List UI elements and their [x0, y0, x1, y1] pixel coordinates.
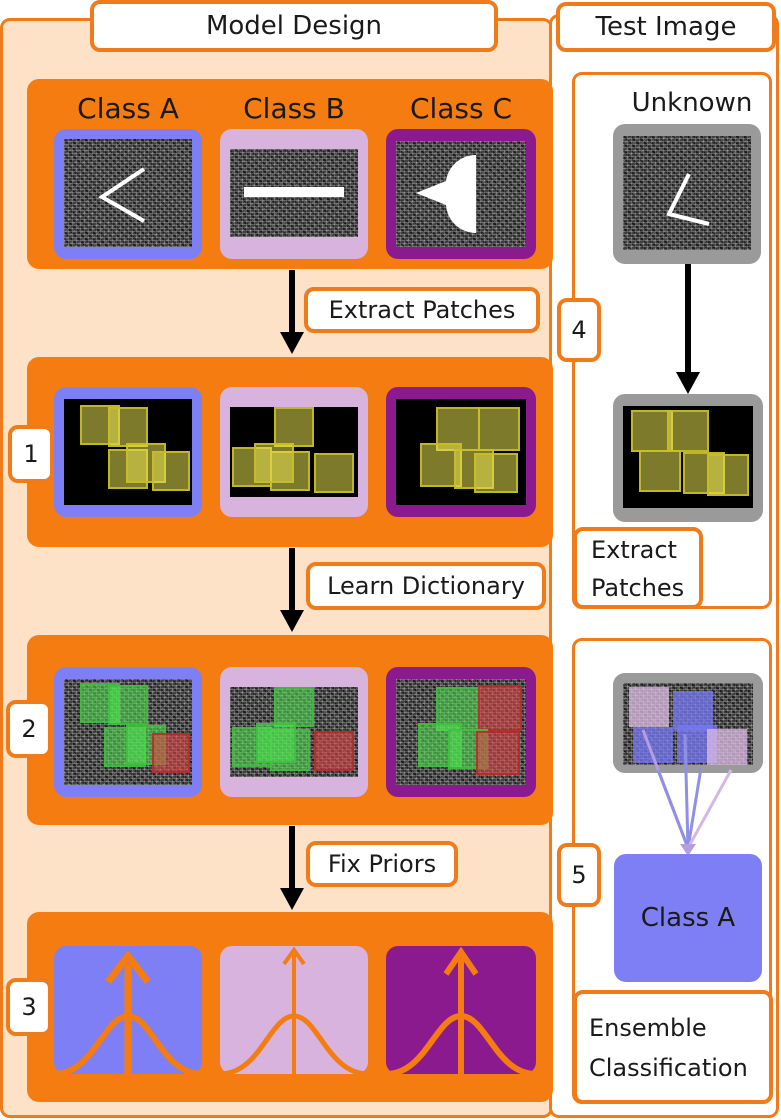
class-a-sample-image	[64, 139, 192, 247]
prior-distribution-icon	[219, 946, 369, 1077]
test-extract-line1: Extract	[591, 536, 677, 564]
model-design-title: Model Design	[90, 0, 498, 52]
patch	[631, 410, 673, 452]
patch	[254, 443, 294, 483]
class-a-dictionary-image	[64, 679, 192, 785]
dictionary-atom	[274, 687, 314, 727]
class-b-sample-image	[230, 149, 358, 237]
class-c-sample-image	[396, 141, 526, 247]
ensemble-classification-label: Ensemble Classification	[573, 990, 773, 1104]
patch	[314, 453, 354, 493]
patch	[152, 451, 190, 491]
dictionary-atom	[476, 731, 520, 775]
ensemble-patches-image	[623, 683, 753, 765]
dictionary-atom	[108, 685, 148, 725]
step-3-badge: 3	[6, 978, 52, 1036]
step-2-badge: 2	[6, 700, 52, 758]
test-extract-line2: Patches	[591, 574, 685, 602]
step-1-badge: 1	[8, 425, 54, 483]
dictionary-atom	[152, 733, 190, 773]
patch	[639, 450, 681, 492]
learn-dictionary-text: Learn Dictionary	[327, 572, 525, 600]
dictionary-atom	[478, 685, 522, 731]
unknown-patches-image	[623, 406, 753, 508]
patch	[707, 454, 749, 496]
unknown-target-icon	[666, 173, 710, 226]
patch	[667, 410, 709, 452]
cone-target-icon	[416, 154, 476, 234]
fix-priors-text: Fix Priors	[327, 850, 437, 878]
step-5-badge: 5	[557, 843, 601, 907]
chevron-target-icon	[98, 167, 146, 223]
test-image-title: Test Image	[556, 2, 776, 52]
patch	[478, 407, 520, 451]
class-c-patches-tile	[386, 387, 536, 517]
learn-dictionary-label: Learn Dictionary	[306, 562, 546, 610]
class-a-dictionary-tile	[54, 667, 202, 797]
prior-distribution-icon	[385, 946, 537, 1077]
class-b-dictionary-tile	[220, 667, 368, 797]
unknown-tile	[613, 124, 761, 264]
patch	[474, 453, 518, 493]
class-b-patches-tile	[220, 387, 368, 517]
prior-distribution-icon	[53, 950, 203, 1077]
fix-priors-label: Fix Priors	[306, 841, 458, 887]
class-b-sample-tile	[220, 129, 368, 259]
class-c-sample-tile	[386, 129, 536, 259]
class-a-patches-image	[64, 399, 192, 505]
step-1-text: 1	[23, 440, 39, 468]
class-c-dictionary-image	[396, 679, 526, 785]
step-2-text: 2	[21, 715, 37, 743]
class-a-prior-tile	[53, 946, 203, 1077]
step-4-text: 4	[571, 316, 587, 344]
test-image-title-text: Test Image	[595, 12, 737, 42]
class-b-dictionary-image	[230, 687, 358, 777]
extract-patches-text: Extract Patches	[328, 296, 516, 324]
unknown-image	[623, 136, 751, 250]
unknown-label: Unknown	[631, 88, 753, 118]
test-extract-label: Extract Patches	[573, 527, 703, 609]
dictionary-atom	[256, 723, 296, 763]
predicted-class-tile: Class A	[614, 854, 762, 982]
class-b-patches-image	[230, 407, 358, 497]
class-a-label: Class A	[77, 91, 179, 125]
fix-priors-arrow	[280, 826, 304, 910]
class-b-prior-tile	[219, 946, 369, 1077]
learn-dictionary-arrow	[280, 548, 304, 632]
class-b-label: Class B	[243, 91, 345, 125]
patch	[629, 687, 669, 727]
ensemble-line1: Ensemble	[589, 1014, 707, 1042]
patch	[108, 407, 148, 447]
ensemble-line2: Classification	[589, 1054, 748, 1082]
step-4-badge: 4	[557, 298, 601, 362]
class-c-prior-tile	[385, 946, 537, 1077]
class-c-patches-image	[396, 399, 526, 505]
extract-patches-label: Extract Patches	[304, 287, 540, 333]
unknown-patches-tile	[613, 394, 763, 522]
vote-arrows-icon	[641, 729, 733, 856]
class-a-patches-tile	[54, 387, 202, 517]
dictionary-atom	[314, 731, 354, 771]
cylinder-target-icon	[244, 187, 344, 197]
patch	[673, 691, 713, 731]
extract-patches-arrow	[280, 270, 304, 354]
model-design-title-text: Model Design	[205, 11, 383, 41]
class-c-dictionary-tile	[386, 667, 536, 797]
ensemble-patches-tile	[613, 673, 763, 773]
test-extract-arrow	[676, 264, 700, 394]
step-5-text: 5	[571, 861, 587, 889]
class-c-label: Class C	[409, 91, 513, 125]
step-3-text: 3	[21, 993, 37, 1021]
patch	[707, 729, 747, 765]
class-a-sample-tile	[54, 129, 202, 259]
patch	[274, 407, 314, 447]
